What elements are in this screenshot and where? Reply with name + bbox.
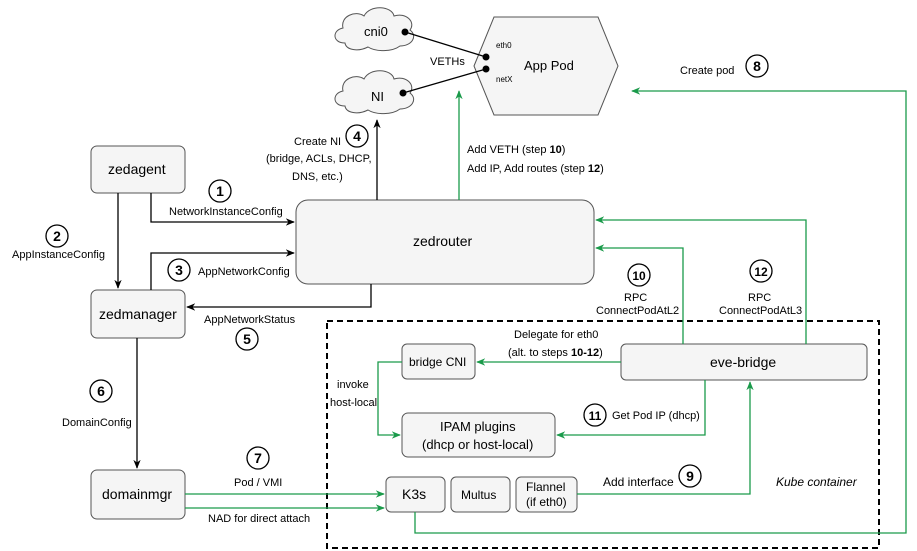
app-pod-node: App Pod eth0 netX [473, 16, 619, 116]
svg-text:Flannel: Flannel [526, 480, 565, 494]
zedrouter-node: zedrouter [295, 199, 595, 285]
svg-text:domainmgr: domainmgr [102, 486, 172, 502]
step-number: 11 [589, 409, 602, 423]
step-number: 2 [53, 228, 61, 244]
green-arrows [185, 87, 907, 534]
black-arrows [114, 119, 381, 469]
svg-text:cni0: cni0 [364, 24, 388, 39]
svg-text:App Pod: App Pod [524, 58, 574, 73]
invoke-label-2: host-local [330, 397, 377, 409]
create-pod-label: Create pod [680, 65, 734, 77]
kube-container-label: Kube container [776, 475, 858, 489]
svg-text:NI: NI [371, 89, 384, 104]
svg-text:IPAM plugins: IPAM plugins [440, 419, 516, 434]
step-number: 8 [753, 58, 761, 74]
pod-vmi-label: Pod / VMI [234, 477, 282, 489]
svg-text:Multus: Multus [461, 488, 496, 502]
step-5-badge: 5 [235, 327, 259, 351]
step-number: 5 [243, 331, 251, 347]
svg-text:(dhcp or host-local): (dhcp or host-local) [422, 437, 533, 452]
delegate-label-2: (alt. to steps 10-12) [508, 347, 603, 359]
bridge-cni-node: bridge CNI [401, 343, 476, 380]
app-instance-config-label: AppInstanceConfig [12, 249, 105, 261]
step-number: 12 [754, 265, 768, 279]
step-9-badge: 9 [678, 464, 702, 488]
rpc-l3-label-1: RPC [748, 292, 771, 304]
svg-text:zedrouter: zedrouter [413, 233, 472, 249]
step-6-badge: 6 [89, 379, 113, 403]
ipam-plugins-node: IPAM plugins (dhcp or host-local) [401, 412, 556, 458]
svg-text:K3s: K3s [402, 486, 426, 502]
cni0-cloud: cni0 [334, 7, 415, 52]
step-11-badge: 11 [583, 403, 607, 427]
multus-node: Multus [450, 476, 511, 513]
delegate-label-1: Delegate for eth0 [514, 329, 598, 341]
veth-links [399, 28, 490, 97]
svg-text:zedmanager: zedmanager [99, 306, 177, 322]
rpc-l2-label-2: ConnectPodAtL2 [596, 305, 679, 317]
svg-text:zedagent: zedagent [108, 161, 166, 177]
step-10-badge: 10 [627, 263, 651, 287]
step-1-badge: 1 [208, 179, 232, 203]
app-network-status-label: AppNetworkStatus [204, 314, 296, 326]
veths-label: VETHs [430, 56, 465, 68]
step-number: 3 [175, 262, 183, 278]
nad-label: NAD for direct attach [208, 513, 310, 525]
step-number: 7 [254, 450, 262, 466]
step-number: 1 [216, 183, 224, 199]
flannel-node: Flannel (if eth0) [515, 476, 578, 513]
step-2-badge: 2 [45, 224, 69, 248]
svg-text:eth0: eth0 [496, 41, 512, 50]
eve-bridge-node: eve-bridge [620, 343, 868, 381]
step-number: 9 [686, 468, 694, 484]
rpc-l3-label-2: ConnectPodAtL3 [719, 305, 802, 317]
svg-text:netX: netX [496, 75, 513, 84]
create-ni-label-2: (bridge, ACLs, DHCP, [266, 153, 372, 165]
step-4-badge: 4 [345, 124, 369, 148]
add-ip-label: Add IP, Add routes (step 12) [467, 163, 604, 175]
step-8-badge: 8 [745, 54, 769, 78]
step-number: 10 [632, 269, 646, 283]
get-pod-ip-label: Get Pod IP (dhcp) [612, 410, 700, 422]
domain-config-label: DomainConfig [62, 417, 132, 429]
step-3-badge: 3 [167, 258, 191, 282]
create-ni-label-3: DNS, etc.) [292, 171, 343, 183]
network-instance-config-label: NetworkInstanceConfig [169, 206, 283, 218]
svg-text:eve-bridge: eve-bridge [710, 354, 776, 370]
zedagent-node: zedagent [90, 145, 186, 194]
svg-text:(if eth0): (if eth0) [526, 495, 567, 509]
add-veth-label: Add VETH (step 10) [467, 144, 565, 156]
rpc-l2-label-1: RPC [624, 292, 647, 304]
kube-container-boundary [326, 320, 880, 549]
domainmgr-node: domainmgr [90, 469, 186, 520]
create-ni-label-1: Create NI [294, 136, 341, 148]
k3s-node: K3s [385, 476, 446, 513]
svg-text:bridge CNI: bridge CNI [409, 355, 466, 369]
ni-cloud: NI [334, 70, 415, 115]
step-12-badge: 12 [749, 259, 773, 283]
zedmanager-node: zedmanager [90, 289, 186, 339]
app-network-config-label: AppNetworkConfig [198, 266, 290, 278]
invoke-label-1: invoke [337, 379, 369, 391]
add-interface-label: Add interface [603, 475, 674, 489]
step-number: 4 [353, 128, 361, 144]
step-number: 6 [97, 383, 105, 399]
step-7-badge: 7 [246, 446, 270, 470]
